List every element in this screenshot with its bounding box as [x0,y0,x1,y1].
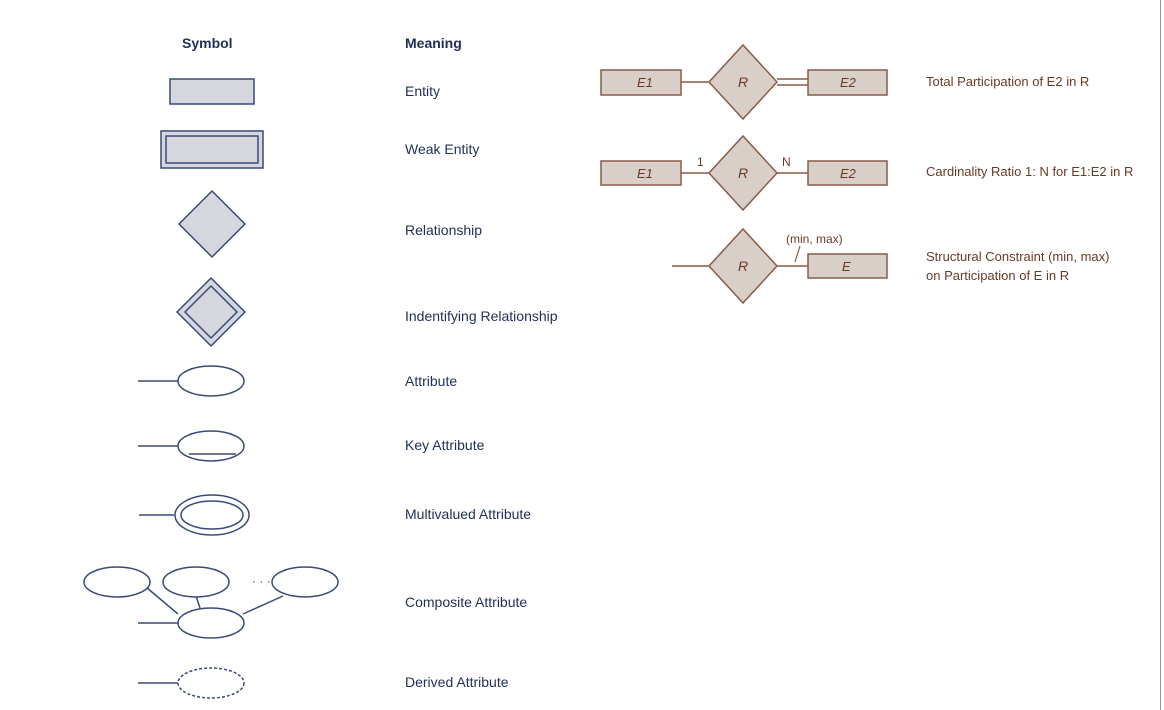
min-max-label: (min, max) [786,232,843,246]
meaning-column-header: Meaning [405,35,462,51]
identifying-relationship-symbol [175,276,247,348]
composite-attribute-symbol: · · · [83,566,339,639]
e-label: E [842,259,851,274]
ratio-n-label: N [782,155,791,169]
e2-entity-box [807,160,888,186]
multivalued-attribute-symbol [139,494,250,536]
e2-label: E2 [840,166,857,181]
cardinality-ratio-description: Cardinality Ratio 1: N for E1:E2 in R [926,164,1134,179]
key-attribute-symbol [138,430,245,462]
page-right-border [1160,0,1161,710]
derived-attribute-symbol [138,667,245,699]
attribute-symbol [138,365,245,397]
r-label: R [738,165,748,181]
e1-label: E1 [637,75,653,90]
total-participation-example: E1 R E2 [600,43,888,121]
e2-entity-box [807,69,888,96]
structural-constraint-description-line2: on Participation of E in R [926,268,1070,283]
r-label: R [738,74,748,90]
ratio-one-label: 1 [697,155,704,169]
e1-label: E1 [637,166,653,181]
entity-symbol [169,78,255,105]
weak-entity-symbol [160,130,264,169]
e2-label: E2 [840,75,857,90]
r-relationship-diamond [707,227,779,305]
total-participation-description: Total Participation of E2 in R [926,74,1090,89]
meaning-entity: Entity [405,83,441,99]
symbol-column-header: Symbol [182,35,233,51]
e-entity-box [807,253,888,279]
meaning-derived-attribute: Derived Attribute [405,674,509,690]
structural-constraint-description-line1: Structural Constraint (min, max) [926,249,1110,264]
structural-constraint-example: R E (min, max) [672,227,888,305]
e1-entity-box [600,69,682,96]
cardinality-ratio-example: E1 R E2 1 N [600,134,888,212]
meaning-relationship: Relationship [405,222,483,238]
r-relationship-diamond [707,43,779,121]
meaning-multivalued-attribute: Multivalued Attribute [405,506,532,522]
meaning-weak-entity: Weak Entity [405,141,480,157]
relationship-symbol [177,189,247,259]
r-relationship-diamond [707,134,779,212]
composite-ellipsis: · · · [252,574,271,588]
meaning-composite-attribute: Composite Attribute [405,594,528,610]
meaning-key-attribute: Key Attribute [405,437,485,453]
meaning-identifying-relationship: Indentifying Relationship [405,308,558,324]
meaning-attribute: Attribute [405,373,458,389]
r-label: R [738,258,748,274]
e1-entity-box [600,160,682,186]
